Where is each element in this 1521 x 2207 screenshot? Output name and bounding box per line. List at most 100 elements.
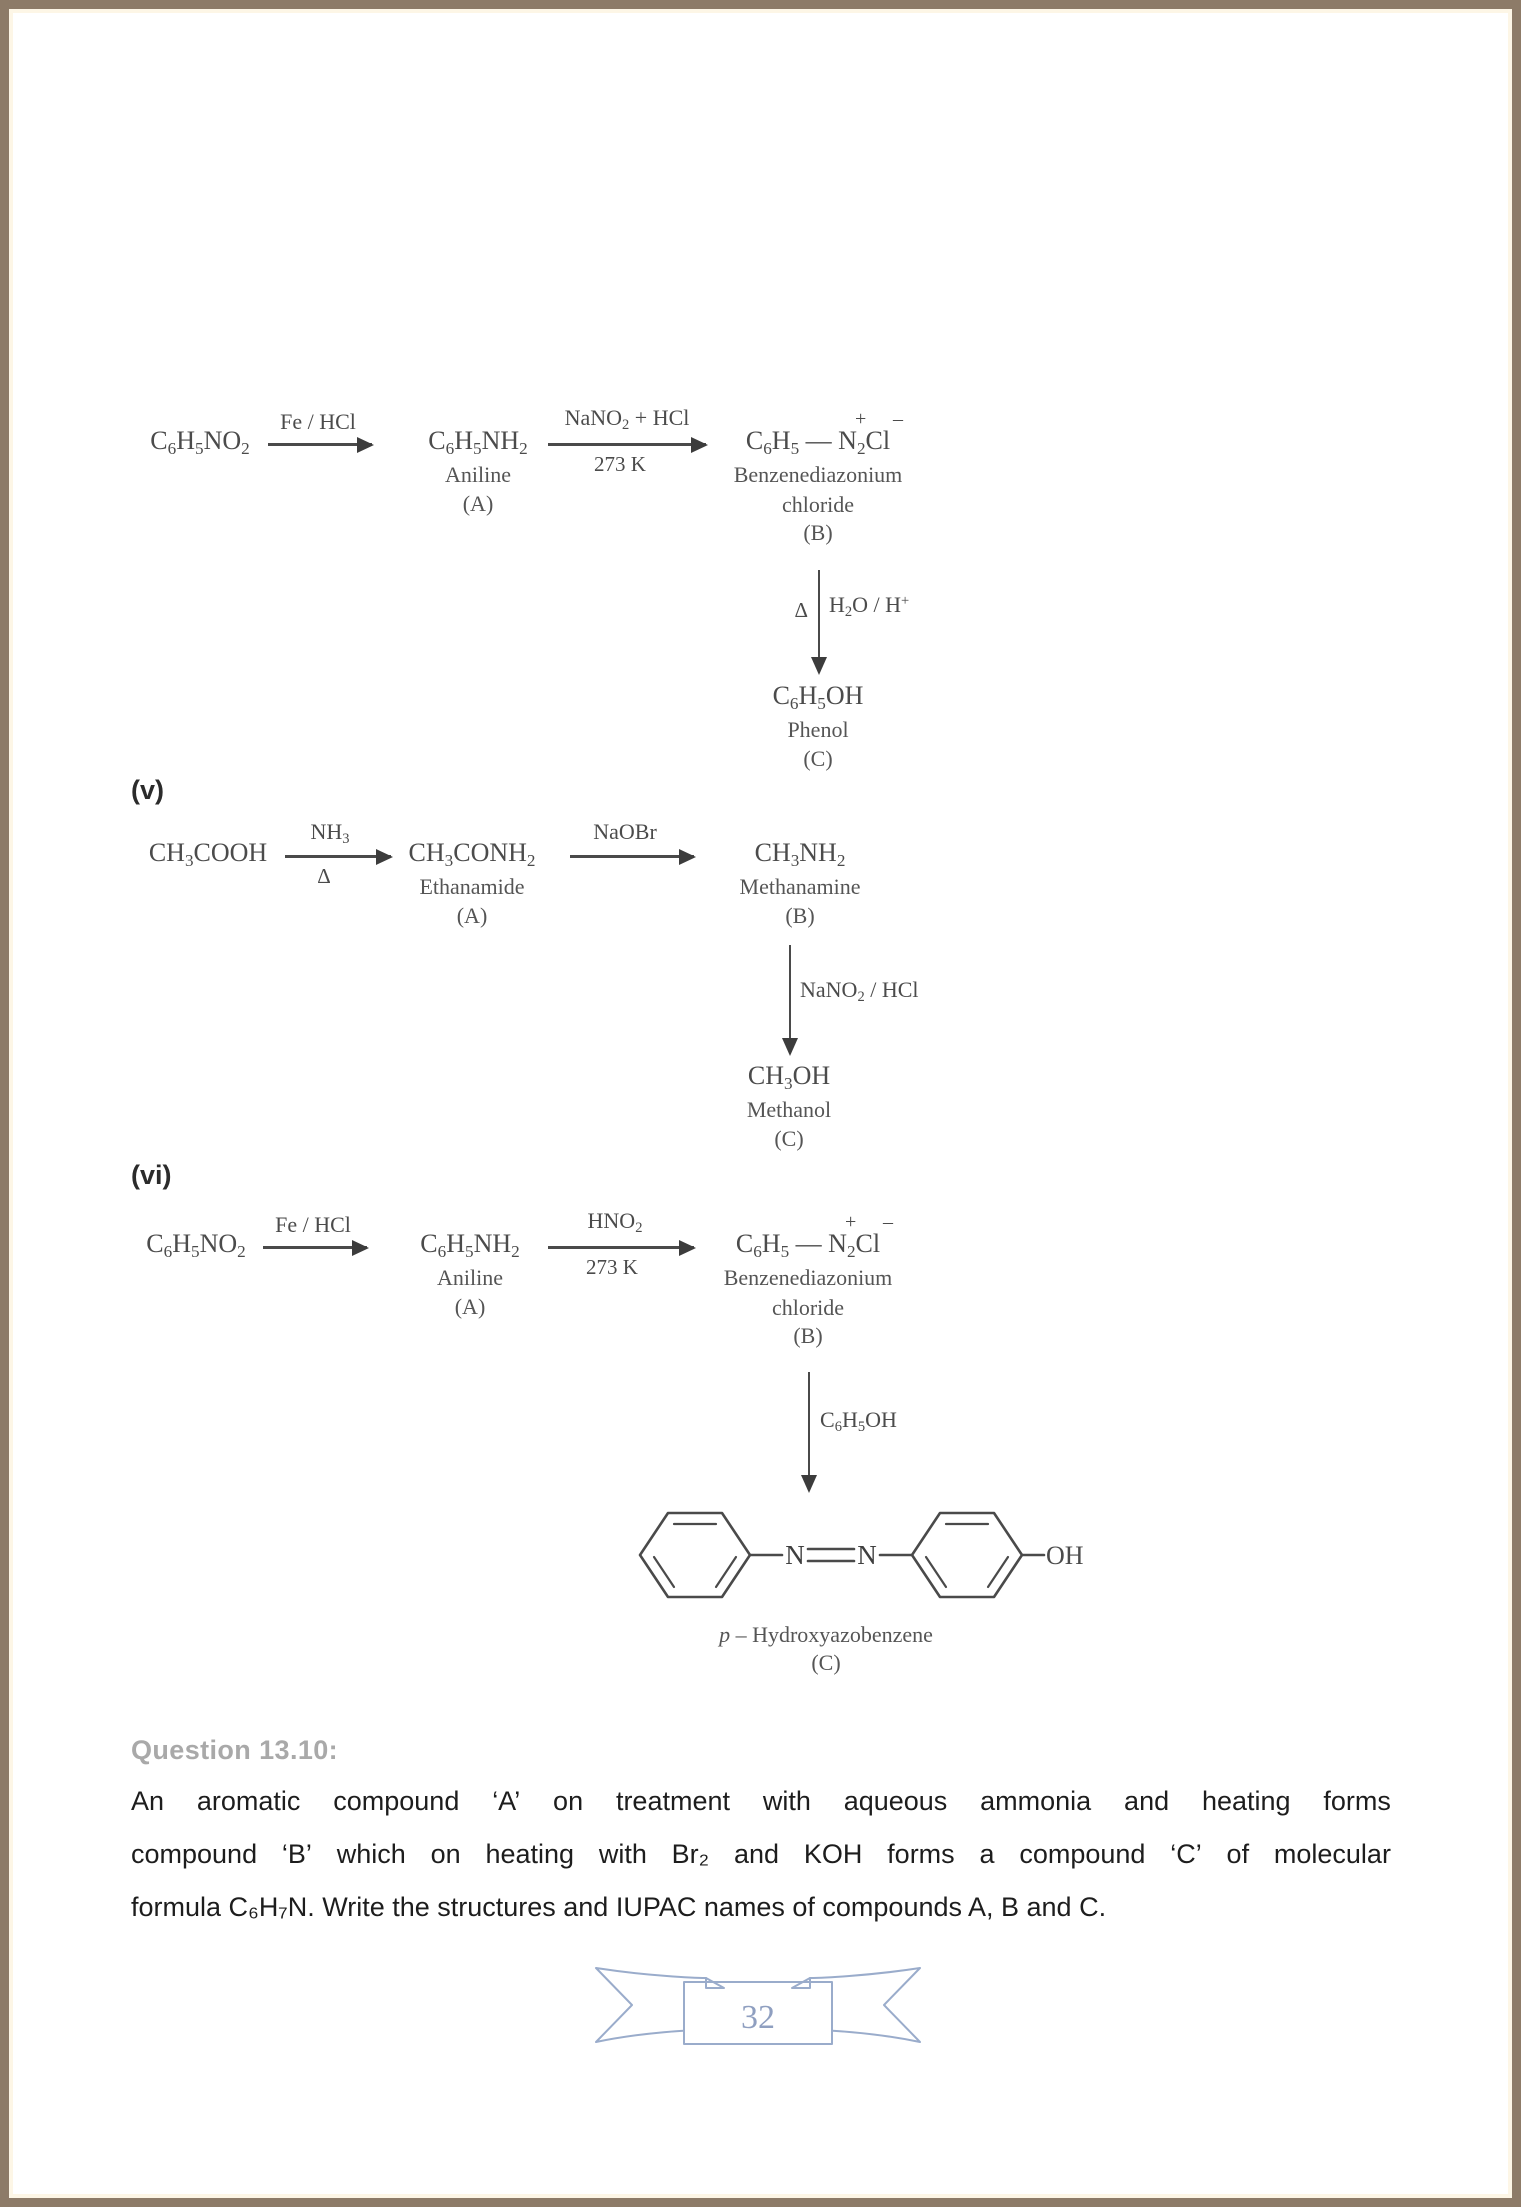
name-aniline: Aniline [444,462,511,488]
q2-w3: on [430,1839,461,1869]
q1-w9: and [1124,1786,1170,1816]
name-benzenediazonium-vi-line2: chloride [771,1294,845,1320]
tag-benzenediazonium: (B) [803,520,833,546]
branch-label-phenol: C6H5OH [820,1407,897,1436]
arrow-fe-hcl-vi [263,1246,367,1249]
product-aniline: C6H5NH2 Aniline (A) [428,425,527,517]
arrow-hno2 [548,1246,694,1249]
branch-label-nano2-hcl-v: NaNO2 / HCl [800,977,919,1006]
tag-benzenediazonium-vi: (B) [793,1323,823,1349]
product-methanol: CH3OH Methanol (C) [747,1060,831,1152]
arrow-label-273k-vi: 273 K [586,1255,638,1279]
branch-arrow-diazotisation-v [789,945,791,1053]
formula-aniline: C6H5NH2 [428,426,528,458]
name-ethanamide: Ethanamide [419,874,525,900]
q1-w7: aqueous [843,1786,948,1816]
arrow-fe-hcl [268,443,372,446]
tag-methanamine: (B) [785,902,815,928]
product-phenol: C6H5OH Phenol (C) [773,680,864,772]
branch-label-delta: Δ [794,598,808,622]
q1-w4: on [553,1786,584,1816]
product-methanamine: CH3NH2 Methanamine (B) [740,837,861,929]
tag-methanol: (C) [774,1125,804,1151]
q1-w1: aromatic [196,1786,301,1816]
arrow-nano2-hcl [548,443,706,446]
charge-plus-icon: + [855,408,867,430]
product-benzenediazonium-chloride: C6H5 — N2Cl Benzenediazonium chloride (B… [734,425,903,547]
q2-w4: heating [485,1839,575,1869]
q2-w11: compound [1019,1839,1146,1869]
branch-label-h2o-h: H2O / H+ [829,592,910,621]
arrow-label-nh3: NH3 [310,819,350,848]
q2-w10: a [979,1839,995,1869]
q1-w8: ammonia [980,1786,1092,1816]
arrow-naobr [570,855,694,858]
arrow-label-fe-hcl: Fe / HCl [280,409,356,434]
charge-minus-icon-vi: – [883,1211,893,1233]
arrow-label-delta-v: Δ [317,864,331,888]
arrow-label-273k: 273 K [594,452,646,476]
formula-benzenediazonium-chloride: C6H5 — N2Cl [745,426,891,458]
arrow-label-fe-hcl-vi: Fe / HCl [275,1212,351,1237]
q2-w2: which [336,1839,406,1869]
formula-benzenediazonium-chloride-vi: C6H5 — N2Cl [735,1229,881,1261]
formula-acetic-acid: CH3COOH [148,838,268,870]
reactant-acetic-acid: CH3COOH [149,837,267,871]
question-block: Question 13.10: An aromatic compound ‘A’… [131,1735,1391,1947]
formula-phenol: C6H5OH [772,681,864,713]
scheme-label-v: (v) [131,775,164,805]
q2-w1: ‘B’ [281,1839,312,1869]
q1-w10: heating [1201,1786,1291,1816]
substituent-hydroxyl-label: OH [1046,1541,1084,1570]
tag-aniline-vi: (A) [454,1293,486,1319]
question-heading: Question 13.10: [131,1735,339,1765]
name-aniline-vi: Aniline [436,1265,503,1291]
formula-aniline-vi: C6H5NH2 [420,1229,520,1261]
q2-w5: with [598,1839,647,1869]
formula-methanamine: CH3NH2 [754,838,846,870]
question-line-2: compound ‘B’ which on heating with Br₂ a… [131,1841,1391,1868]
q2-w6: Br₂ [671,1839,710,1869]
q2-w12: ‘C’ [1170,1839,1202,1869]
structure-p-hydroxyazobenzene: N N [638,1511,1046,1599]
reactant-nitrobenzene-vi: C6H5NO2 [146,1228,245,1262]
name-benzenediazonium-line1: Benzenediazonium [733,462,903,488]
question-line-3: formula C₆H₇N. Write the structures and … [131,1892,1107,1922]
name-benzenediazonium-line2: chloride [781,491,855,517]
formula-methanol: CH3OH [747,1061,831,1093]
name-methanol: Methanol [746,1097,832,1123]
tag-aniline: (A) [462,490,494,516]
q1-w6: with [762,1786,811,1816]
q1-w11: forms [1323,1786,1391,1816]
branch-arrow-hydrolysis [818,570,820,672]
page-border-inner [9,9,1512,2198]
branch-arrow-coupling [808,1372,810,1490]
name-p-hydroxyazobenzene: p – Hydroxyazobenzene [719,1622,933,1647]
arrow-label-nano2-hcl: NaNO2 + HCl [564,405,690,434]
product-ethanamide: CH3CONH2 Ethanamide (A) [409,837,536,929]
name-phenol: Phenol [787,717,849,743]
q2-w13: of [1226,1839,1250,1869]
q2-w9: forms [887,1839,955,1869]
arrow-label-naobr: NaOBr [593,819,657,844]
scheme-label-vi: (vi) [131,1160,172,1190]
charge-plus-icon-vi: + [845,1211,857,1233]
tag-ethanamide: (A) [456,902,488,928]
tag-phenol: (C) [803,745,833,771]
name-methanamine: Methanamine [739,874,861,900]
page-number: 32 [741,1999,775,2036]
name-benzenediazonium-vi-line1: Benzenediazonium [723,1265,893,1291]
q1-w3: ‘A’ [492,1786,521,1816]
q1-w0: An [131,1786,165,1816]
product-benzenediazonium-chloride-vi: C6H5 — N2Cl Benzenediazonium chloride (B… [724,1228,893,1350]
q2-w7: and [733,1839,780,1869]
page-number-ribbon: 32 [588,1952,928,2072]
charge-minus-icon: – [893,408,903,430]
question-line-1: An aromatic compound ‘A’ on treatment wi… [131,1788,1391,1815]
q1-w5: treatment [615,1786,730,1816]
formula-nitrobenzene-vi: C6H5NO2 [146,1229,246,1261]
q2-w8: KOH [803,1839,863,1869]
product-aniline-vi: C6H5NH2 Aniline (A) [420,1228,519,1320]
formula-nitrobenzene: C6H5NO2 [150,426,250,458]
